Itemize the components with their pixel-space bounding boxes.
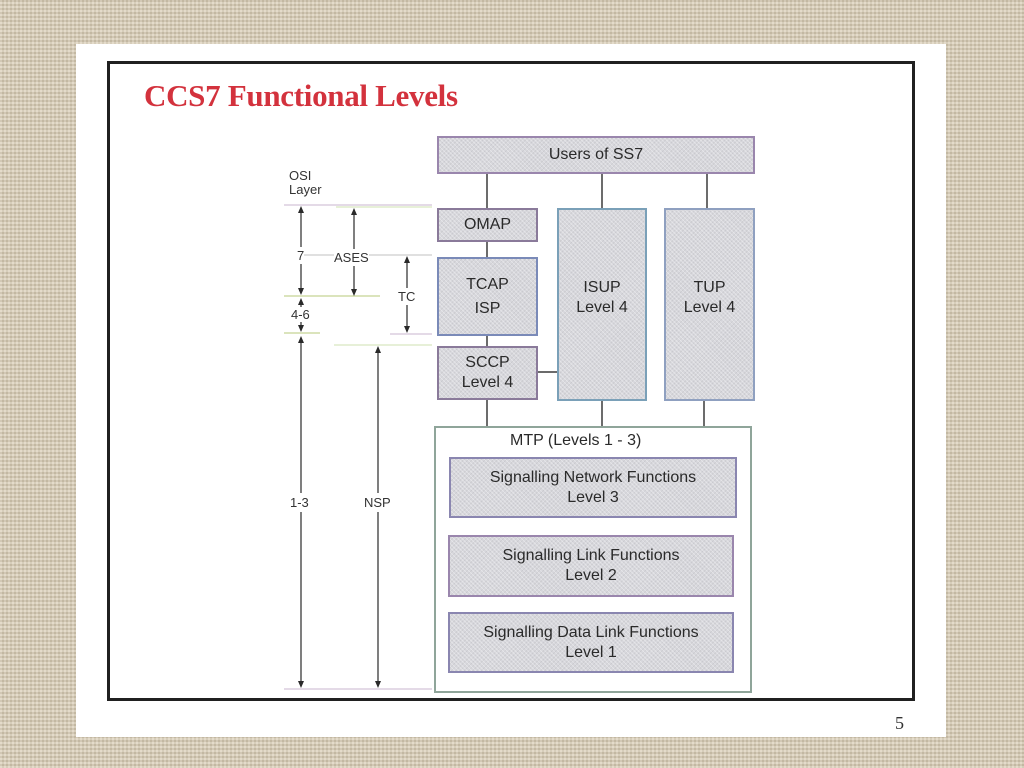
isup-level-label: Level 4 (576, 299, 628, 316)
arrowhead (298, 206, 304, 213)
slide-frame (107, 61, 915, 701)
sccp-level-label: Level 4 (461, 374, 514, 391)
isup-label: ISUP (583, 279, 621, 296)
signalling-link-level-label: Level 2 (565, 567, 617, 584)
arrowhead (404, 326, 410, 333)
tcap-isp-box: TCAP ISP (437, 257, 538, 336)
signalling-data-link-functions-box: Signalling Data Link Functions Level 1 (448, 612, 734, 673)
arrowhead (298, 336, 304, 343)
osi-label-line1: OSI (289, 168, 312, 183)
slide-title: CCS7 Functional Levels (144, 78, 458, 113)
arrowhead (375, 346, 381, 353)
users-of-ss7-box: Users of SS7 (437, 136, 755, 174)
page-number: 5 (895, 713, 904, 733)
signalling-network-functions-label: Signalling Network Functions (489, 468, 697, 486)
ases-label: ASES (334, 249, 369, 266)
arrowhead (351, 289, 357, 296)
tcap-label: TCAP (466, 275, 509, 293)
osi-label: OSI Layer (289, 169, 322, 197)
omap-label: OMAP (463, 216, 512, 233)
arrowhead (298, 681, 304, 688)
arrowhead (404, 256, 410, 263)
signalling-link-functions-label: Signalling Link Functions (502, 547, 680, 564)
arrowhead (298, 325, 304, 332)
signalling-data-link-functions-label: Signalling Data Link Functions (483, 623, 699, 641)
layer-4-6-label: 4-6 (291, 307, 310, 322)
layer-1-3-label: 1-3 (290, 493, 309, 512)
arrowhead (351, 208, 357, 215)
arrowhead (298, 298, 304, 305)
arrowhead (375, 681, 381, 688)
isup-box: ISUP Level 4 (557, 208, 647, 401)
tc-label: TC (398, 288, 416, 305)
signalling-link-functions-box: Signalling Link Functions Level 2 (448, 535, 734, 597)
tup-level-label: Level 4 (683, 299, 736, 316)
signalling-network-functions-box: Signalling Network Functions Level 3 (449, 457, 737, 518)
nsp-label: NSP (364, 493, 391, 512)
signalling-data-link-level-label: Level 1 (565, 643, 617, 661)
tup-box: TUP Level 4 (664, 208, 755, 401)
users-of-ss7-label: Users of SS7 (548, 146, 644, 163)
sccp-box: SCCP Level 4 (437, 346, 538, 400)
omap-box: OMAP (437, 208, 538, 242)
sccp-label: SCCP (465, 354, 510, 371)
tup-label: TUP (693, 279, 726, 296)
layer-7-label: 7 (297, 247, 305, 264)
mtp-title: MTP (Levels 1 - 3) (510, 432, 642, 449)
isp-label: ISP (474, 299, 501, 317)
arrowhead (298, 288, 304, 295)
osi-label-line2: Layer (289, 182, 322, 197)
signalling-network-level-label: Level 3 (567, 488, 619, 506)
